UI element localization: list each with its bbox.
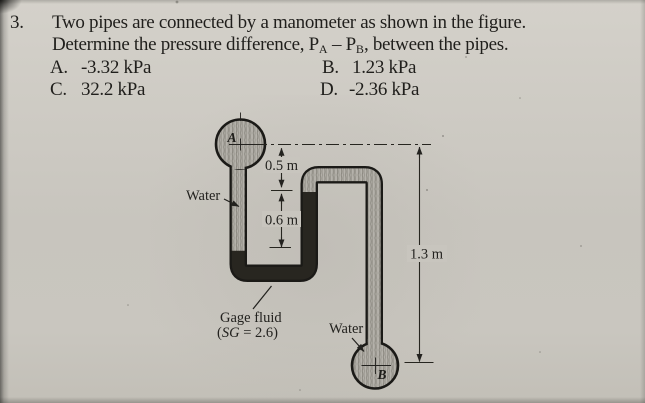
pipe-a-centerline-marks: [229, 112, 257, 151]
question-line-2: Determine the pressure difference, PA – …: [52, 34, 509, 60]
water-bottom-leader-arrow: [351, 337, 365, 352]
pressure-a-subscript: A: [318, 42, 328, 56]
dim-1-3-label-bg: [407, 245, 447, 262]
gage-fluid-column: [231, 192, 316, 280]
pipe-a-label: A: [226, 130, 236, 145]
gage-fluid-label-line1: Gage fluid: [220, 310, 282, 326]
pipe-b-label: B: [376, 367, 386, 382]
dim-0-6-label-bg: [262, 211, 301, 227]
pressure-b-subscript: B: [355, 42, 364, 56]
dim-0-5-label-bg: [263, 157, 300, 173]
gage-fluid-leader-line: [252, 285, 272, 310]
pipe-b-centerline-marks: [361, 357, 391, 374]
option-a-letter: A.: [50, 57, 68, 78]
option-d-letter: D.: [320, 79, 338, 100]
dim-1-3-label: 1.3 m: [410, 247, 444, 263]
scan-shadow-left: [0, 0, 9, 403]
scan-shadow-right: [640, 0, 645, 403]
option-d-value: -2.36 kPa: [349, 79, 420, 100]
dim-0-5-label: 0.5 m: [265, 158, 299, 174]
water-label-top: Water: [186, 188, 220, 204]
water-top-leader-arrow: [223, 198, 240, 208]
option-b-letter: B.: [322, 57, 339, 78]
water-column-b: [302, 168, 381, 352]
option-a-value: -3.32 kPa: [81, 57, 152, 78]
line2-mid: – P: [327, 34, 356, 55]
option-c-letter: C.: [50, 79, 67, 100]
question-line-1: Two pipes are connected by a manometer a…: [52, 12, 526, 33]
sg-symbol: SG: [222, 325, 240, 341]
question-number: 3.: [10, 12, 24, 33]
scan-noise-specks: [127, 0, 582, 391]
gage-fluid-label-line2: (SG = 2.6): [217, 325, 278, 341]
scan-shadow-top: [0, 0, 645, 4]
line2-prefix: Determine the pressure difference, P: [52, 34, 319, 55]
water-label-bottom: Water: [329, 321, 363, 337]
scan-shadow-corner: [0, 0, 22, 14]
dim-0-6-label: 0.6 m: [265, 213, 299, 229]
line2-suffix: , between the pipes.: [363, 34, 509, 55]
option-b-value: 1.23 kPa: [352, 57, 417, 78]
option-c-value: 32.2 kPa: [81, 79, 146, 100]
scan-shadow-bottom: [0, 397, 645, 403]
